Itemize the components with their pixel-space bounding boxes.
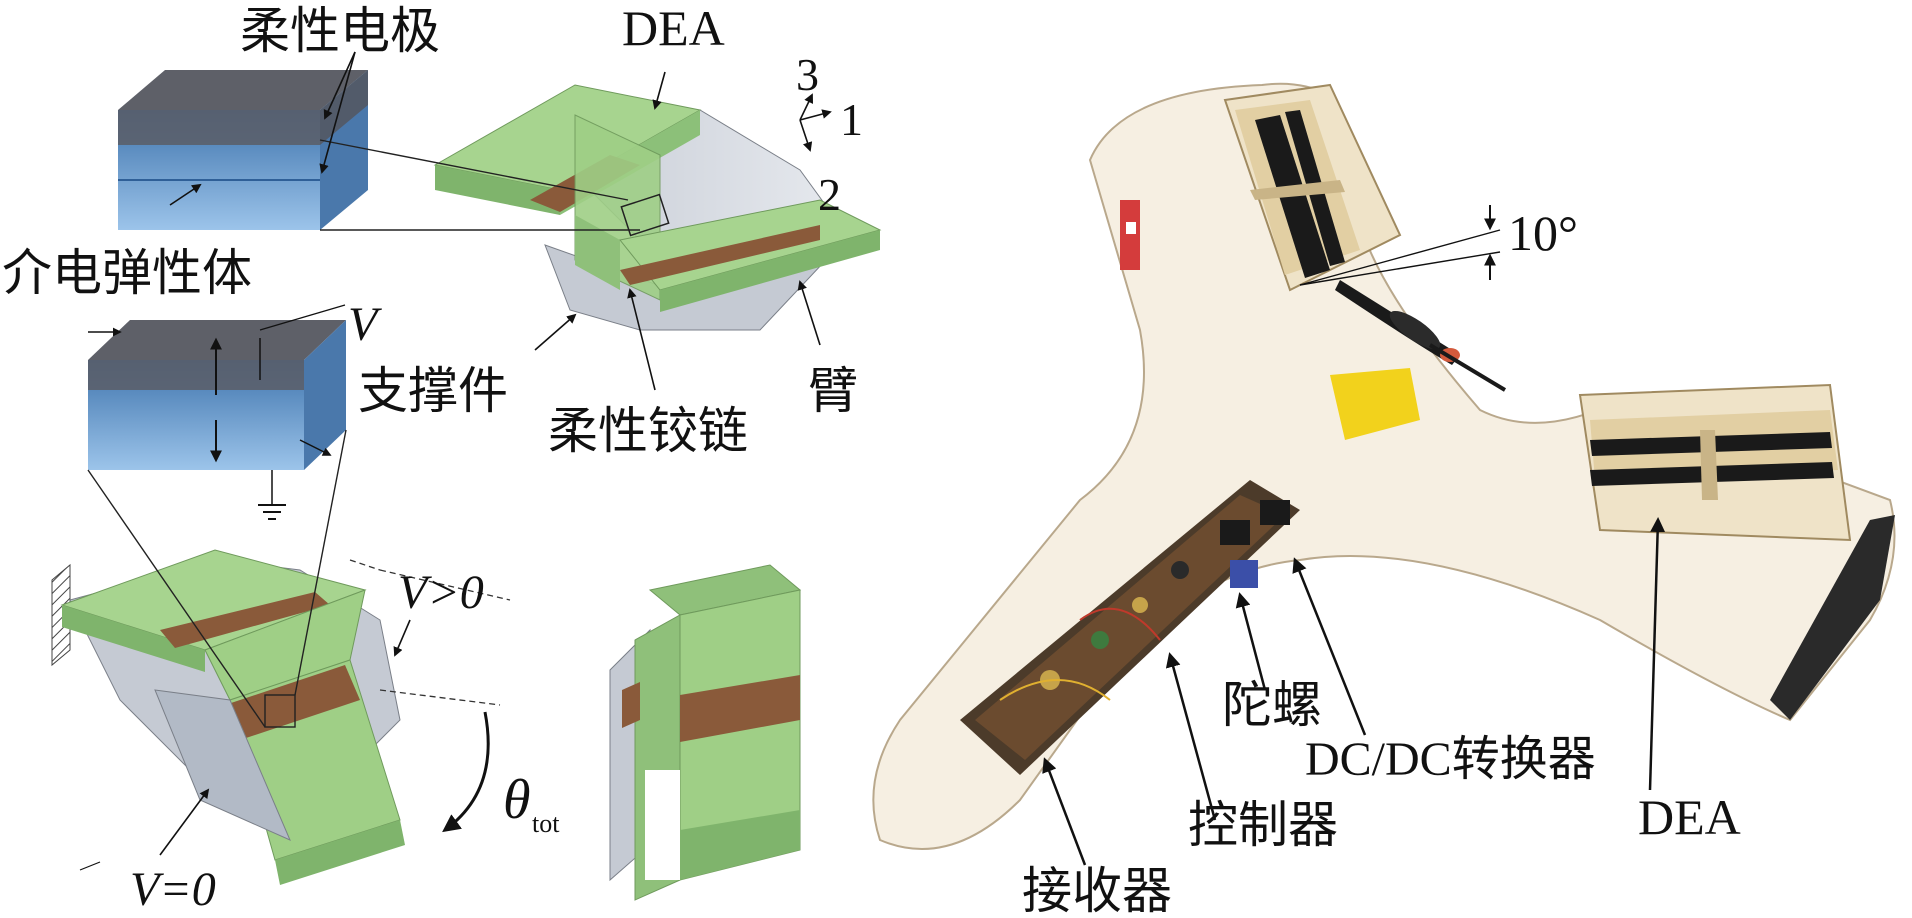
- flexible-hinge-label: 柔性铰链: [548, 402, 748, 460]
- dea-block-energized: [88, 304, 346, 520]
- connector-lines-bottom: [87, 429, 347, 728]
- support-piece-3d: [609, 564, 802, 901]
- robot-body-photo: [872, 82, 1896, 850]
- robot-dea-top: [1223, 83, 1402, 292]
- angle-label: 10°: [1508, 205, 1578, 261]
- axis-3-label: 3: [796, 49, 819, 100]
- dea-actuator-bent: [51, 549, 511, 885]
- axis-2-label: 2: [818, 169, 841, 220]
- support-label: 支撑件: [358, 362, 508, 420]
- robot-tail: [1335, 280, 1507, 392]
- dea-actuator-3d: [433, 84, 882, 331]
- robot-dea-bottom: [1578, 383, 1852, 542]
- theta-label: θ: [503, 769, 531, 831]
- dea-block-top: [118, 70, 368, 230]
- voltage-label: V: [348, 298, 382, 351]
- flexible-electrode-label: 柔性电极: [240, 2, 440, 60]
- robot-electronics: [960, 480, 1300, 775]
- dcdc-converter-label: DC/DC转换器: [1305, 733, 1596, 786]
- angle-marker: [1299, 205, 1501, 286]
- v-zero-label: V=0: [130, 863, 216, 916]
- dea-top-label: DEA: [622, 0, 725, 56]
- controller-label: 控制器: [1188, 796, 1338, 854]
- v-positive-label: V>0: [398, 566, 484, 619]
- connector-lines-top: [319, 139, 640, 231]
- gyroscope-label: 陀螺: [1222, 676, 1322, 734]
- dielectric-elastomer-label: 介电弹性体: [2, 244, 252, 302]
- left-leader-lines: [159, 51, 832, 856]
- dea-bottom-label: DEA: [1638, 789, 1741, 845]
- arm-label: 臂: [808, 362, 858, 420]
- axis-1-label: 1: [840, 94, 863, 145]
- receiver-label: 接收器: [1022, 862, 1172, 918]
- right-leader-lines: [1042, 517, 1666, 866]
- theta-subscript-label: tot: [532, 809, 560, 838]
